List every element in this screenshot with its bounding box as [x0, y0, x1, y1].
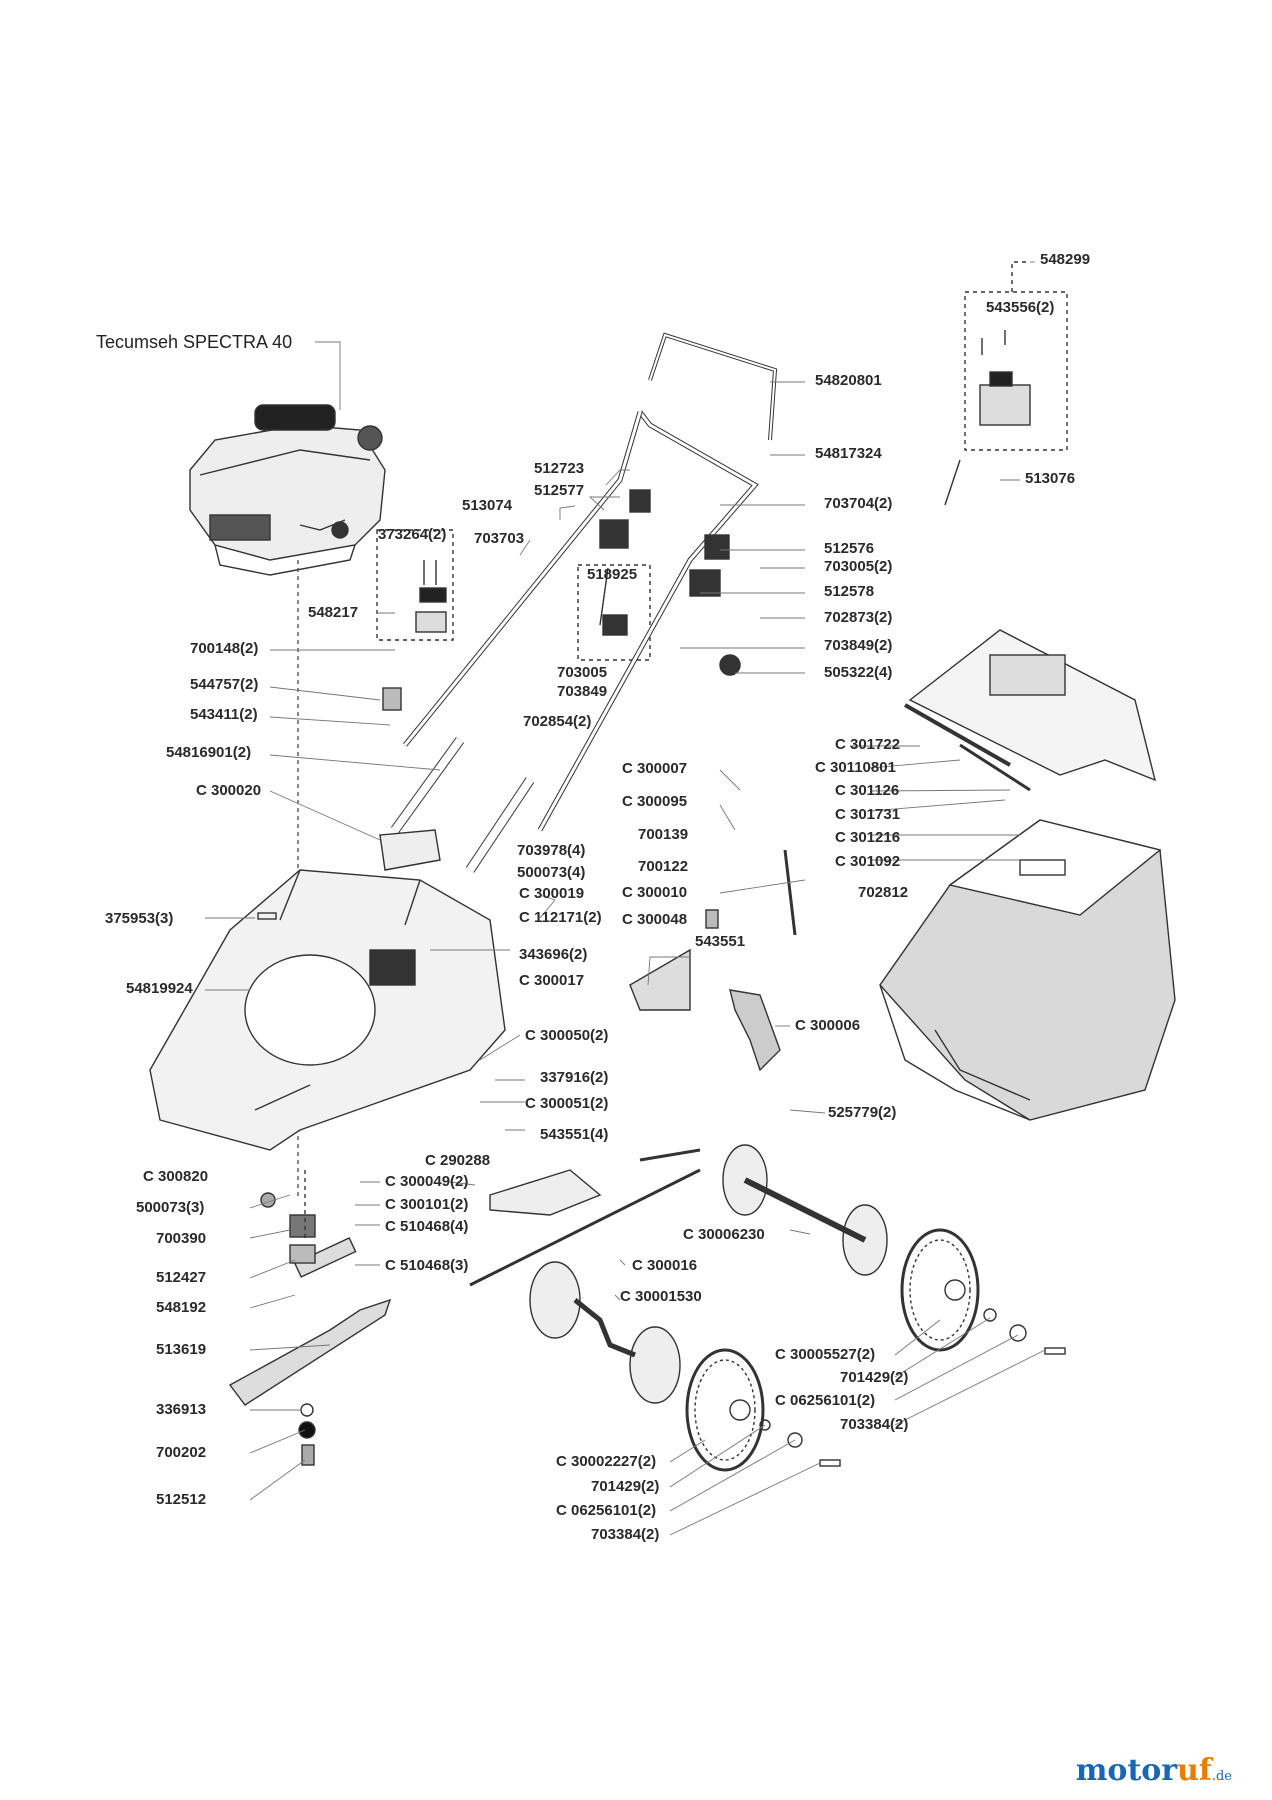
part-label: 512576: [824, 540, 875, 557]
part-label: 700148(2): [190, 640, 259, 657]
part-label: C 290288: [425, 1152, 491, 1169]
part-label: 500073(4): [517, 864, 586, 881]
part-label: C 300049(2): [385, 1173, 469, 1190]
part-label: 703704(2): [824, 495, 893, 512]
part-label: C 300010: [622, 884, 688, 901]
part-label: C 30110801: [815, 759, 896, 776]
part-label: 701429(2): [840, 1369, 909, 1386]
part-label: 703978(4): [517, 842, 586, 859]
part-label: C 300051(2): [525, 1095, 609, 1112]
part-label: 703005(2): [824, 558, 893, 575]
part-label: 375953(3): [105, 910, 174, 927]
part-label: C 06256101(2): [775, 1392, 876, 1409]
part-label: C 300820: [143, 1168, 209, 1185]
part-label: C 300006: [795, 1017, 861, 1034]
part-label: C 300048: [622, 911, 688, 928]
part-label: 700139: [638, 826, 689, 843]
part-label: 54816901(2): [166, 744, 252, 761]
part-label: C 301216: [835, 829, 901, 846]
part-label: 512578: [824, 583, 875, 600]
part-label: 703703: [474, 530, 525, 547]
leader-lines: [205, 261, 1046, 1536]
part-label: C 301126: [835, 782, 900, 799]
part-label: C 300101(2): [385, 1196, 469, 1213]
part-label: 702873(2): [824, 609, 893, 626]
grass-catcher-lid-drawing: [904, 629, 1157, 792]
engine-drawing: [189, 404, 386, 576]
part-label: C 06256101(2): [556, 1502, 657, 1519]
part-label: C 301722: [835, 736, 901, 753]
part-label: C 510468(3): [385, 1257, 469, 1274]
part-label: 701429(2): [591, 1478, 660, 1495]
blade-drawing: [228, 1170, 392, 1466]
part-label: 700390: [156, 1230, 207, 1247]
part-label: 700202: [156, 1444, 207, 1461]
part-label: C 300019: [519, 885, 585, 902]
engine-model-label: Tecumseh SPECTRA 40: [96, 332, 293, 352]
part-label: 513074: [462, 497, 513, 514]
part-label: 543411(2): [190, 706, 258, 723]
part-label: 702812: [858, 884, 909, 901]
part-label: 513076: [1025, 470, 1076, 487]
part-label: 513619: [156, 1341, 207, 1358]
part-label: 703849(2): [824, 637, 893, 654]
grass-catcher-box-drawing: [879, 819, 1176, 1121]
part-label: 500073(3): [136, 1199, 205, 1216]
part-label: 548217: [308, 604, 359, 621]
part-label: C 301731: [835, 806, 901, 823]
wheels-drawing: [685, 1228, 980, 1472]
part-label: 543556(2): [986, 299, 1055, 316]
part-label: C 300095: [622, 793, 688, 810]
part-label: C 30001530: [620, 1288, 702, 1305]
logo-suffix-text: .de: [1211, 1769, 1232, 1784]
logo-main-text: motor: [1075, 1753, 1178, 1788]
part-label: 512577: [534, 482, 585, 499]
part-label: 54817324: [815, 445, 882, 462]
part-label: 543551: [695, 933, 746, 950]
part-label: C 30006230: [683, 1226, 765, 1243]
part-label: C 510468(4): [385, 1218, 469, 1235]
part-label: C 30005527(2): [775, 1346, 876, 1363]
part-label: 703384(2): [591, 1526, 660, 1543]
part-label: 548299: [1040, 251, 1091, 268]
part-label: 54820801: [815, 372, 882, 389]
part-label: 703384(2): [840, 1416, 909, 1433]
part-label: 543551(4): [540, 1126, 609, 1143]
part-label: 343696(2): [519, 946, 588, 963]
part-label: 548192: [156, 1299, 207, 1316]
part-label: 525779(2): [828, 1104, 897, 1121]
part-label: 544757(2): [190, 676, 259, 693]
part-label: C 300007: [622, 760, 688, 777]
part-label: 373264(2): [378, 526, 447, 543]
part-label: 505322(4): [824, 664, 893, 681]
part-label: 518925: [587, 566, 638, 583]
part-label: 54819924: [126, 980, 193, 997]
part-label: 512427: [156, 1269, 207, 1286]
part-label: C 300017: [519, 972, 585, 989]
part-label: C 112171(2): [519, 909, 602, 926]
switch-box-drawing: [944, 330, 1031, 506]
motoruf-logo[interactable]: motoruf.de: [1076, 1753, 1232, 1788]
part-label: 337916(2): [540, 1069, 609, 1086]
mower-deck-drawing: [149, 829, 506, 1151]
front-axle-drawing: [489, 1169, 681, 1404]
part-label: C 300020: [196, 782, 262, 799]
part-label: C 300016: [632, 1257, 698, 1274]
part-label: 700122: [638, 858, 689, 875]
rear-axle-drawing: [469, 1144, 888, 1287]
handle-drawing: [382, 332, 778, 873]
part-label: 512723: [534, 460, 585, 477]
part-label: 336913: [156, 1401, 207, 1418]
part-label: C 30002227(2): [556, 1453, 657, 1470]
logo-accent-text: uf: [1177, 1753, 1212, 1788]
part-label: 702854(2): [523, 713, 592, 730]
part-label: C 300050(2): [525, 1027, 609, 1044]
part-label: C 301092: [835, 853, 901, 870]
flap-drawing: [629, 849, 797, 1072]
part-label: 703849: [557, 683, 608, 700]
shim-bracket-drawing: [415, 560, 447, 633]
part-label: 512512: [156, 1491, 207, 1508]
part-label: 703005: [557, 664, 608, 681]
